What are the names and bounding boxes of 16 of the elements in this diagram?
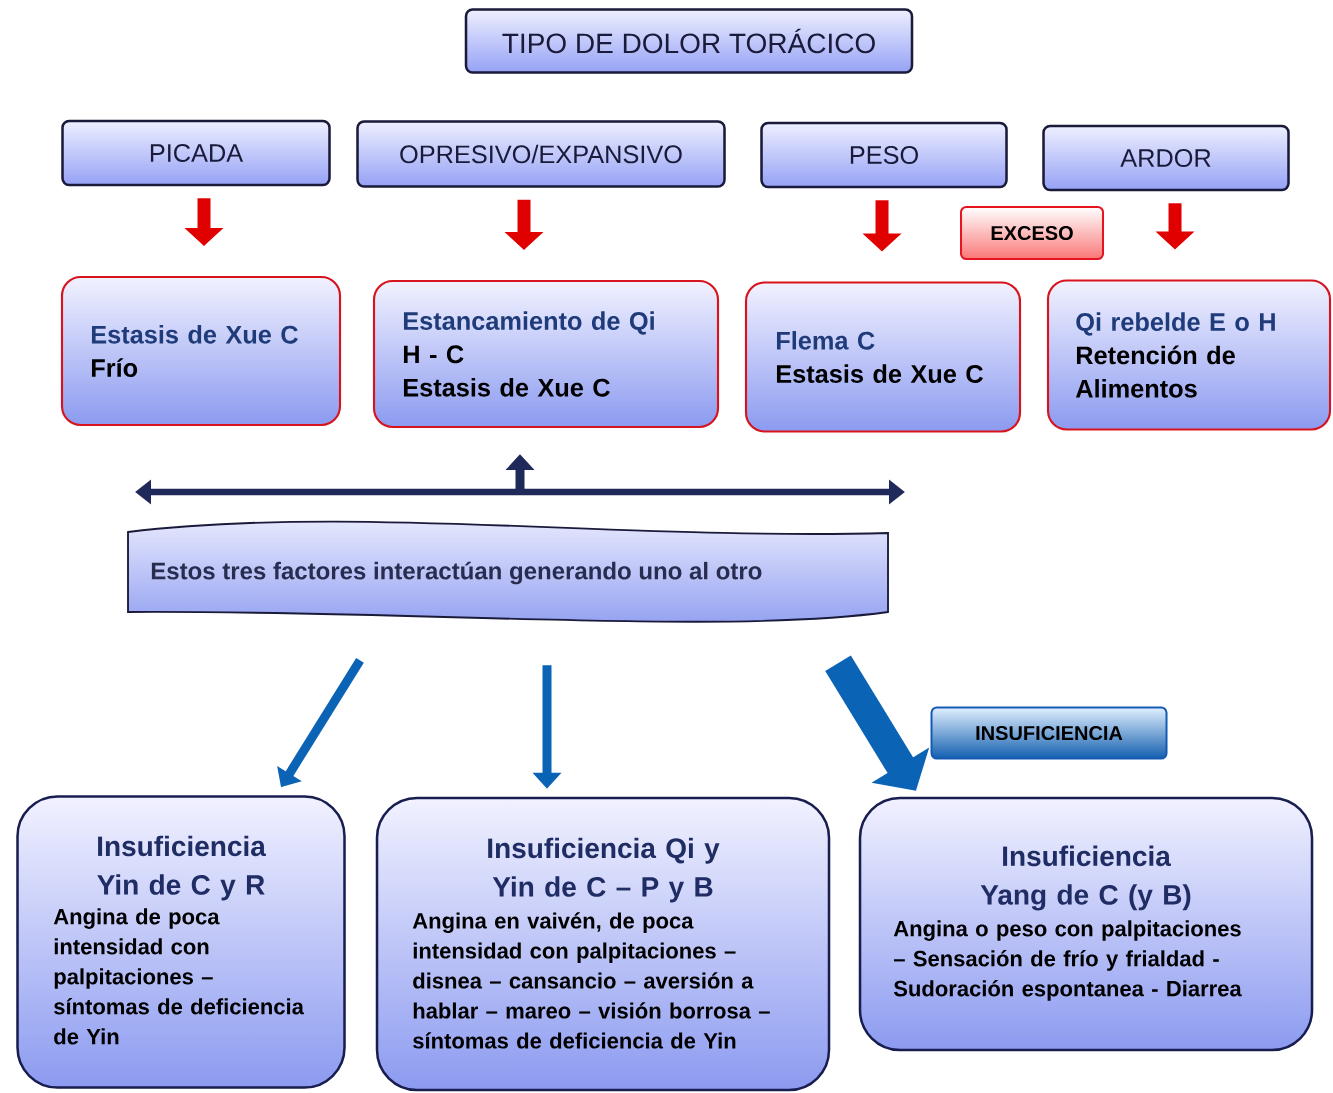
diagnosis-box: Estancamiento de Qi H - C Estasis de Xue C: [372, 279, 720, 429]
category-box: TIPO DE DOLOR TORÁCICO: [464, 8, 914, 74]
syndrome-box: Insuficiencia Yin de C y R Angina de poca intensidad con palpitaciones – síntomas de deficiencia de Yin: [16, 795, 346, 1089]
arrow: [825, 655, 930, 791]
syndrome-box: Insuficiencia Qi y Yin de C – P y B Angina en vaivén, de poca intensidad con palpitaciones – disnea – cansancio – aversión a hablar – mareo – visión borrosa – síntomas de deficiencia de Yin: [375, 796, 831, 1092]
diagnosis-box: Qi rebelde E o H Retención de Alimentos: [1046, 279, 1332, 431]
category-box: PESO: [760, 121, 1008, 189]
diagnosis-box: Estasis de Xue C Frío: [60, 275, 342, 427]
banner: Estos tres factores interactúan generando uno al otro: [127, 520, 889, 623]
category-box: PICADA: [61, 119, 331, 187]
category-box: ARDOR: [1042, 124, 1290, 192]
label-box: INSUFICIENCIA: [930, 706, 1168, 760]
syndrome-box: Insuficiencia Yang de C (y B) Angina o peso con palpitaciones – Sensación de frío y frialdad - Sudoración espontanea - Diarrea: [858, 796, 1314, 1052]
label-box: EXCESO: [960, 206, 1104, 260]
diagnosis-box: Flema C Estasis de Xue C: [744, 281, 1022, 433]
category-box: OPRESIVO/EXPANSIVO: [356, 120, 726, 188]
